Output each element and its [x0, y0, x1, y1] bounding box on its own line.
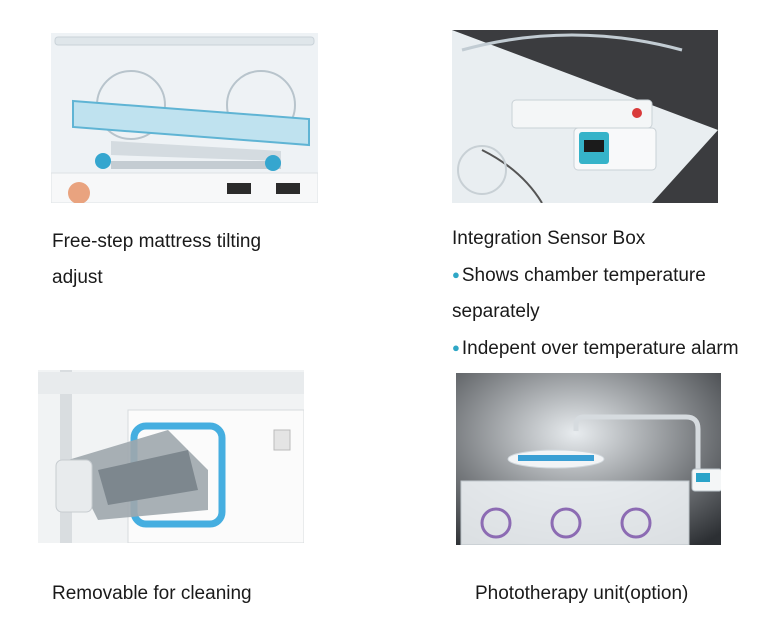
bullet-dot-icon: ● [452, 267, 460, 282]
mattress-caption-line2: adjust [52, 267, 103, 288]
phototherapy-caption: Phototherapy unit(option) [475, 583, 689, 604]
sensor-box-title: Integration Sensor Box [452, 228, 646, 249]
sensor-box-bullet: ●Shows chamber temperature [452, 265, 706, 286]
bullet-dot-icon: ● [452, 340, 460, 355]
drawer-caption: Removable for cleaning [52, 583, 252, 604]
sensor-box-bullet-cont: separately [452, 301, 540, 322]
removable-drawer-photo [38, 370, 304, 543]
mattress-caption: Free-step mattress tilting adjust [52, 224, 261, 296]
sensor-box-bullet: ●Indepent over temperature alarm [452, 338, 739, 359]
phototherapy-photo [456, 373, 721, 545]
mattress-tilt-photo [51, 33, 318, 203]
sensor-box-photo [452, 30, 718, 203]
sensor-box-caption: Integration Sensor Box ●Shows chamber te… [452, 221, 739, 367]
mattress-caption-line1: Free-step mattress tilting [52, 231, 262, 252]
